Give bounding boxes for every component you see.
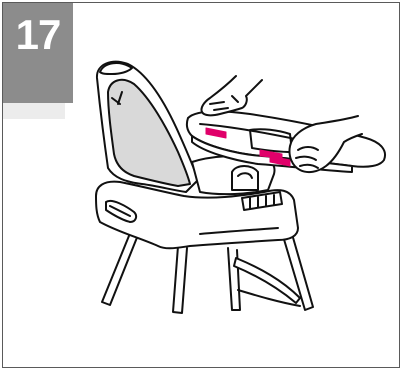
chair-backrest <box>97 62 198 192</box>
left-hand-icon <box>201 76 262 115</box>
